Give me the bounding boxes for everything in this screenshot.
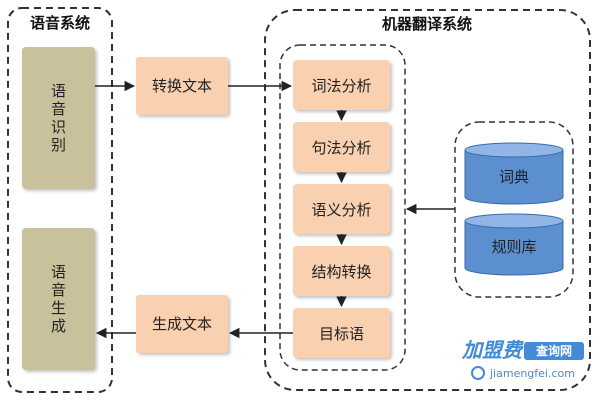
rule-base-label: 规则库 [491, 238, 536, 256]
convert-text-box [136, 57, 228, 115]
step-label-syntactic: 句法分析 [311, 139, 371, 157]
step-box-target [293, 308, 390, 358]
connectors [95, 80, 455, 339]
watermark-tag: 查询网 [535, 343, 572, 358]
watermark-magnifier-icon [471, 366, 485, 380]
step-label-target: 目标语 [319, 325, 364, 343]
dictionary-cylinder: 词典 [464, 142, 564, 205]
speech-generation-label: 语音生成 [51, 263, 66, 335]
rule-base-cylinder: 规则库 [464, 213, 564, 276]
speech-system-title: 语音系统 [30, 14, 90, 32]
convert-text-label: 转换文本 [152, 77, 212, 95]
step-box-syntactic [293, 122, 390, 172]
mt-system-title: 机器翻译系统 [382, 15, 472, 33]
mt-system-container [264, 9, 591, 391]
analysis-steps: 词法分析 句法分析 语义分析 结构转换 目标语 [293, 60, 390, 358]
step-box-semantic [293, 184, 390, 234]
analysis-pipeline-container [279, 44, 406, 371]
watermark-url: jiamengfei.com [489, 367, 575, 380]
step-box-structure [293, 246, 390, 296]
speech-generation-box [22, 228, 95, 370]
step-label-structure: 结构转换 [311, 263, 371, 281]
step-label-semantic: 语义分析 [311, 201, 371, 219]
dictionary-label: 词典 [499, 168, 529, 186]
speech-recognition-label: 语音识别 [51, 82, 66, 154]
generate-text-label: 生成文本 [152, 315, 212, 333]
watermark-logo: 加盟费 查询网 jiamengfei.com [461, 338, 584, 380]
step-box-lexical [293, 60, 390, 110]
generate-text-box [136, 295, 228, 353]
watermark-brand: 加盟费 [461, 338, 524, 362]
speech-system-container [7, 7, 113, 393]
speech-recognition-box [22, 47, 95, 189]
watermark-tag-bg [524, 342, 584, 360]
step-label-lexical: 词法分析 [311, 77, 371, 95]
